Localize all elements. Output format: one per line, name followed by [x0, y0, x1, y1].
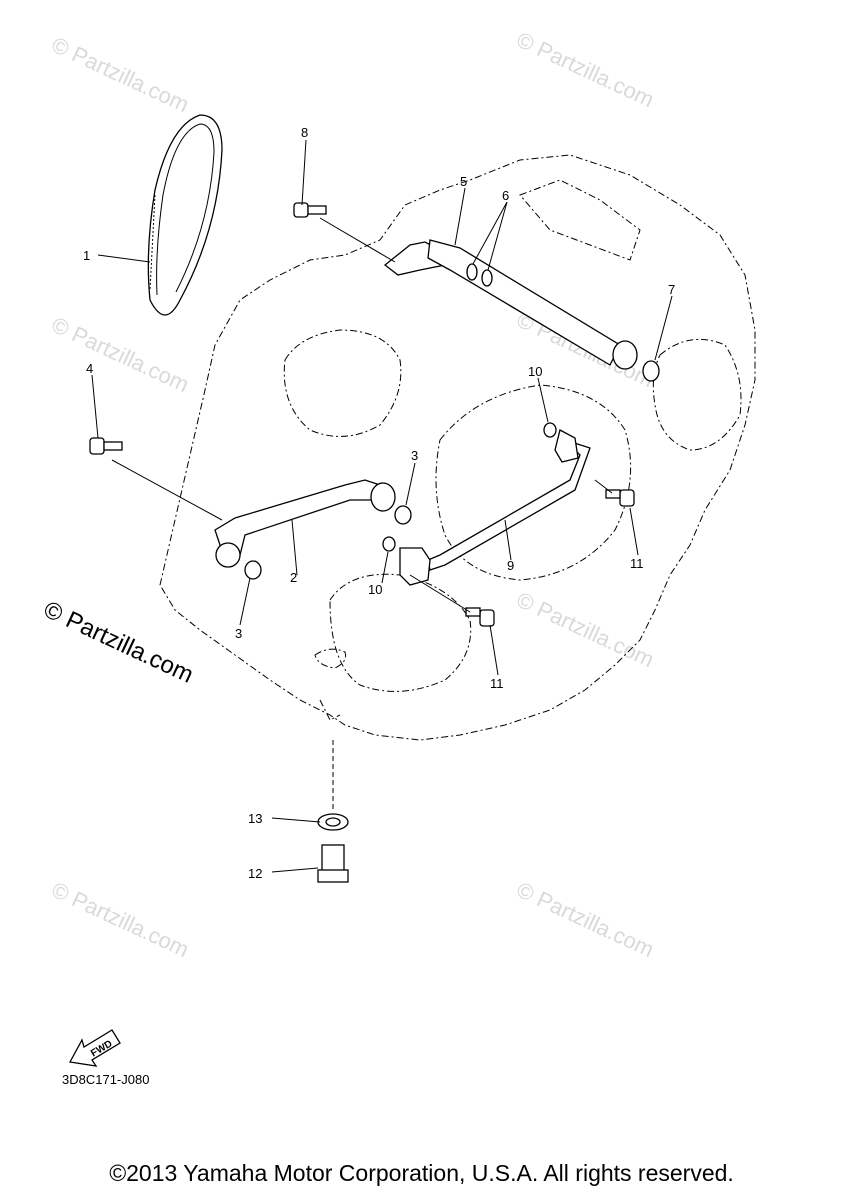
part-7-oring — [642, 360, 660, 382]
watermark: © Partzilla.com — [48, 32, 193, 117]
callout-10: 10 — [528, 364, 542, 379]
part-13-gasket-hole — [325, 817, 341, 827]
copyright-notice: ©2013 Yamaha Motor Corporation, U.S.A. A… — [109, 1160, 734, 1186]
part-3-oring — [244, 560, 262, 580]
callout-1: 1 — [83, 248, 90, 263]
watermark: © Partzilla.com — [48, 877, 193, 962]
watermark: © Partzilla.com — [513, 877, 658, 962]
part-4-bolt — [89, 437, 123, 455]
callout-9: 9 — [507, 558, 514, 573]
callout-2: 2 — [290, 570, 297, 585]
watermark: © Partzilla.com — [48, 312, 193, 397]
callout-3: 3 — [411, 448, 418, 463]
watermark: © Partzilla.com — [513, 587, 658, 672]
crankcase-outline — [159, 154, 756, 741]
callout-12: 12 — [248, 866, 262, 881]
callout-3: 3 — [235, 626, 242, 641]
part-10-oring — [382, 536, 396, 552]
watermark: © Partzilla.com — [513, 27, 658, 112]
callout-10: 10 — [368, 582, 382, 597]
part-1-chain — [147, 114, 223, 316]
part-12-drain-plug — [317, 844, 349, 883]
callout-5: 5 — [460, 174, 467, 189]
callout-7: 7 — [668, 282, 675, 297]
part-9-pipe — [399, 429, 591, 586]
part-3-oring — [394, 505, 412, 525]
callout-11: 11 — [630, 556, 644, 571]
callout-6: 6 — [502, 188, 509, 203]
callout-4: 4 — [86, 361, 93, 376]
watermark-large: © Partzilla.com — [39, 596, 197, 689]
part-6-ring — [466, 263, 478, 281]
part-11-bolt — [465, 607, 495, 627]
part-10-oring — [543, 422, 557, 438]
callout-13: 13 — [248, 811, 262, 826]
diagram-code: 3D8C171-J080 — [62, 1072, 150, 1087]
part-5-shaft — [383, 239, 638, 370]
callout-8: 8 — [301, 125, 308, 140]
fwd-arrow-icon: FWD — [68, 1029, 121, 1067]
leader-lines — [91, 139, 673, 873]
callout-11: 11 — [490, 676, 504, 691]
callout-labels: 1 2 3 3 4 5 6 7 8 9 10 10 11 11 12 13 — [83, 125, 675, 881]
part-8-bolt — [293, 202, 327, 218]
part-2-pipe — [214, 479, 396, 568]
part-6-ring — [481, 269, 493, 287]
part-11-bolt — [605, 489, 635, 507]
